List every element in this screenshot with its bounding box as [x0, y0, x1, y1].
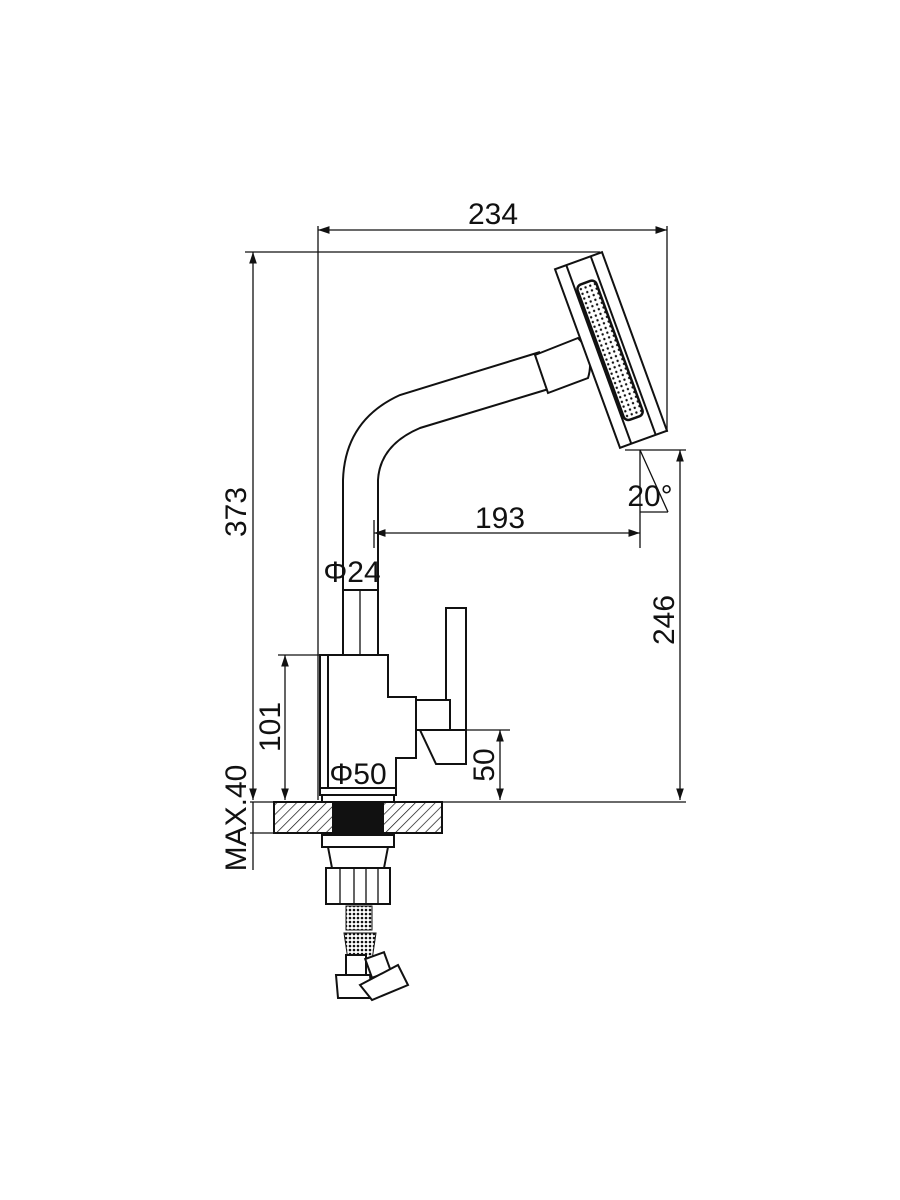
dim-tube-diameter: Φ24	[323, 556, 380, 589]
spray-head	[553, 250, 669, 450]
hose-nuts	[334, 950, 410, 1002]
dim-overall-width: 234	[468, 198, 518, 231]
countertop-section	[273, 801, 443, 834]
dim-spout-height: 246	[648, 595, 681, 645]
dim-spray-angle: 20°	[627, 480, 672, 513]
base-plate	[321, 794, 395, 803]
dim-spout-reach: 193	[475, 502, 525, 535]
dim-overall-height: 373	[220, 487, 253, 537]
dim-body-height: 101	[254, 702, 287, 752]
dim-base-diameter: Φ50	[329, 758, 386, 791]
spout	[342, 336, 591, 592]
dim-handle-height: 50	[468, 748, 501, 781]
hose	[345, 905, 373, 931]
connector	[321, 834, 395, 905]
dim-max-counter-thickness: MAX.40	[220, 765, 253, 872]
handle	[415, 607, 467, 765]
